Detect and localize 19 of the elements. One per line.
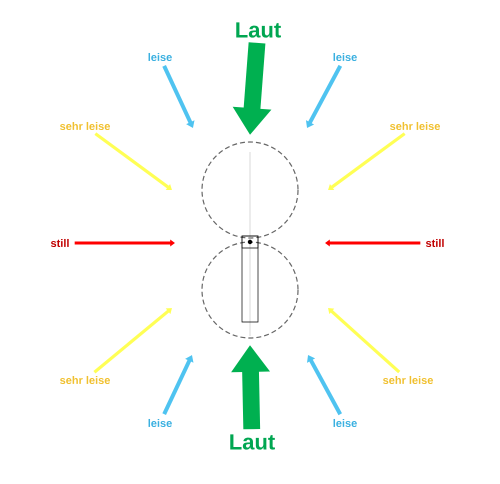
level-label: sehr leise	[390, 122, 440, 130]
heading-label: Laut	[230, 434, 275, 450]
level-label: sehr leise	[383, 376, 433, 384]
arrow	[328, 308, 400, 374]
arrow	[307, 355, 342, 416]
arrow	[162, 355, 194, 415]
level-label: leise	[334, 418, 357, 428]
level-label: leise	[334, 52, 357, 62]
heading-label: Laut	[236, 22, 281, 38]
level-label: sehr leise	[60, 376, 110, 384]
level-label: leise	[148, 418, 172, 428]
arrow	[94, 132, 172, 190]
level-label: sehr leise	[60, 122, 110, 130]
level-label: still	[426, 238, 444, 248]
arrow	[162, 65, 194, 128]
arrow	[93, 308, 172, 374]
level-label: still	[50, 238, 69, 248]
level-label: leise	[148, 52, 172, 62]
arrow	[328, 132, 406, 190]
